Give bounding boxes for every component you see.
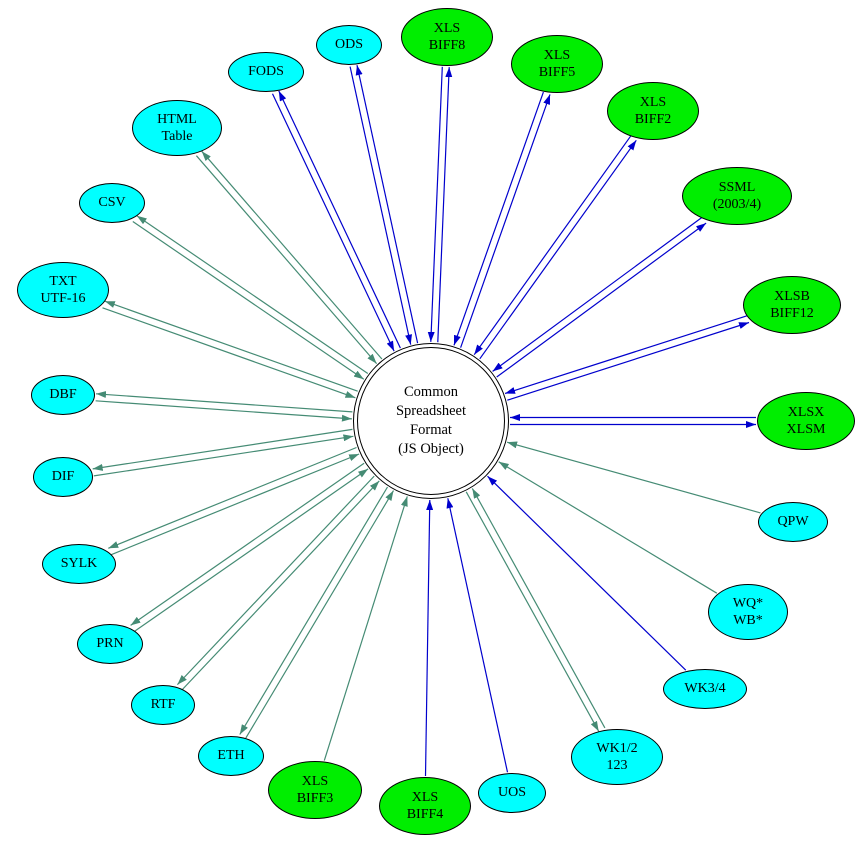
format-node-fods: FODS — [228, 52, 304, 92]
center-node-label: Common Spreadsheet Format (JS Object) — [395, 384, 467, 457]
edge-fods-in — [271, 93, 395, 352]
format-node-xls-biff4: XLS BIFF4 — [379, 777, 471, 835]
edge-wq-wb-in — [498, 461, 718, 594]
edge-ssml-out — [496, 222, 707, 378]
edge-ssml-in — [492, 216, 703, 372]
edge-fods-out — [278, 90, 401, 349]
edge-ods-in — [349, 66, 412, 345]
format-node-dif: DIF — [33, 457, 93, 497]
edge-wk12-123-out — [465, 491, 600, 732]
format-node-xls-biff2: XLS BIFF2 — [607, 82, 699, 140]
edge-eth-out — [239, 486, 389, 735]
edge-html-table-out — [201, 150, 383, 360]
edge-rtf-out — [176, 475, 375, 686]
edge-wk12-123-in — [471, 488, 606, 729]
format-node-uos: UOS — [478, 773, 546, 813]
edge-sylk-out — [108, 446, 357, 549]
format-node-xls-biff3: XLS BIFF3 — [268, 761, 362, 819]
edge-txt-utf16-out — [104, 300, 358, 392]
format-node-wk12-123: WK1/2 123 — [571, 729, 663, 785]
format-node-prn: PRN — [77, 624, 143, 664]
format-node-wq-wb: WQ* WB* — [708, 584, 788, 640]
format-node-xls-biff5: XLS BIFF5 — [511, 35, 603, 93]
format-node-xlsx-xlsm: XLSX XLSM — [757, 392, 855, 450]
format-node-dbf: DBF — [31, 375, 95, 415]
edge-xlsb-biff12-in — [504, 315, 748, 395]
edge-xls-biff4-in — [424, 499, 434, 777]
format-node-html-table: HTML Table — [132, 100, 222, 156]
edge-prn-out — [130, 462, 365, 626]
edge-rtf-in — [182, 480, 380, 690]
format-node-eth: ETH — [198, 736, 264, 776]
edge-dbf-in — [95, 400, 352, 422]
edge-xlsb-biff12-out — [507, 321, 750, 401]
edge-txt-utf16-in — [102, 307, 356, 399]
edge-dbf-out — [95, 391, 353, 413]
edge-sylk-in — [110, 453, 360, 556]
edge-qpw-in — [506, 441, 761, 514]
center-node: Common Spreadsheet Format (JS Object) — [353, 343, 509, 499]
edge-xls-biff5-in — [453, 91, 544, 346]
format-node-qpw: QPW — [758, 502, 828, 542]
edge-wk34-in — [487, 475, 687, 671]
edge-uos-in — [446, 498, 509, 773]
format-node-rtf: RTF — [131, 685, 195, 725]
format-node-xlsb-biff12: XLSB BIFF12 — [743, 276, 841, 334]
edge-csv-out — [136, 215, 369, 374]
edge-xls-biff3-in — [323, 496, 408, 761]
format-node-xls-biff8: XLS BIFF8 — [401, 8, 493, 66]
edge-csv-in — [132, 221, 365, 380]
format-node-csv: CSV — [79, 183, 145, 223]
edge-dif-out — [92, 428, 353, 471]
format-node-ods: ODS — [316, 25, 382, 65]
edge-xls-biff8-out — [437, 67, 453, 343]
edge-prn-in — [134, 468, 369, 632]
edge-html-table-in — [195, 155, 378, 364]
edge-dif-in — [93, 434, 354, 477]
format-node-wk34: WK3/4 — [663, 669, 747, 709]
edge-xls-biff2-out — [479, 139, 637, 360]
format-node-txt-utf16: TXT UTF-16 — [17, 262, 109, 318]
center-node-inner-ring: Common Spreadsheet Format (JS Object) — [357, 347, 505, 495]
edge-ods-out — [355, 64, 419, 344]
edge-xls-biff8-in — [427, 66, 443, 342]
edge-xls-biff2-in — [473, 135, 632, 356]
edge-xls-biff5-out — [460, 94, 551, 348]
edge-eth-in — [245, 490, 395, 739]
format-node-sylk: SYLK — [42, 544, 116, 584]
format-node-ssml: SSML (2003/4) — [682, 167, 792, 225]
